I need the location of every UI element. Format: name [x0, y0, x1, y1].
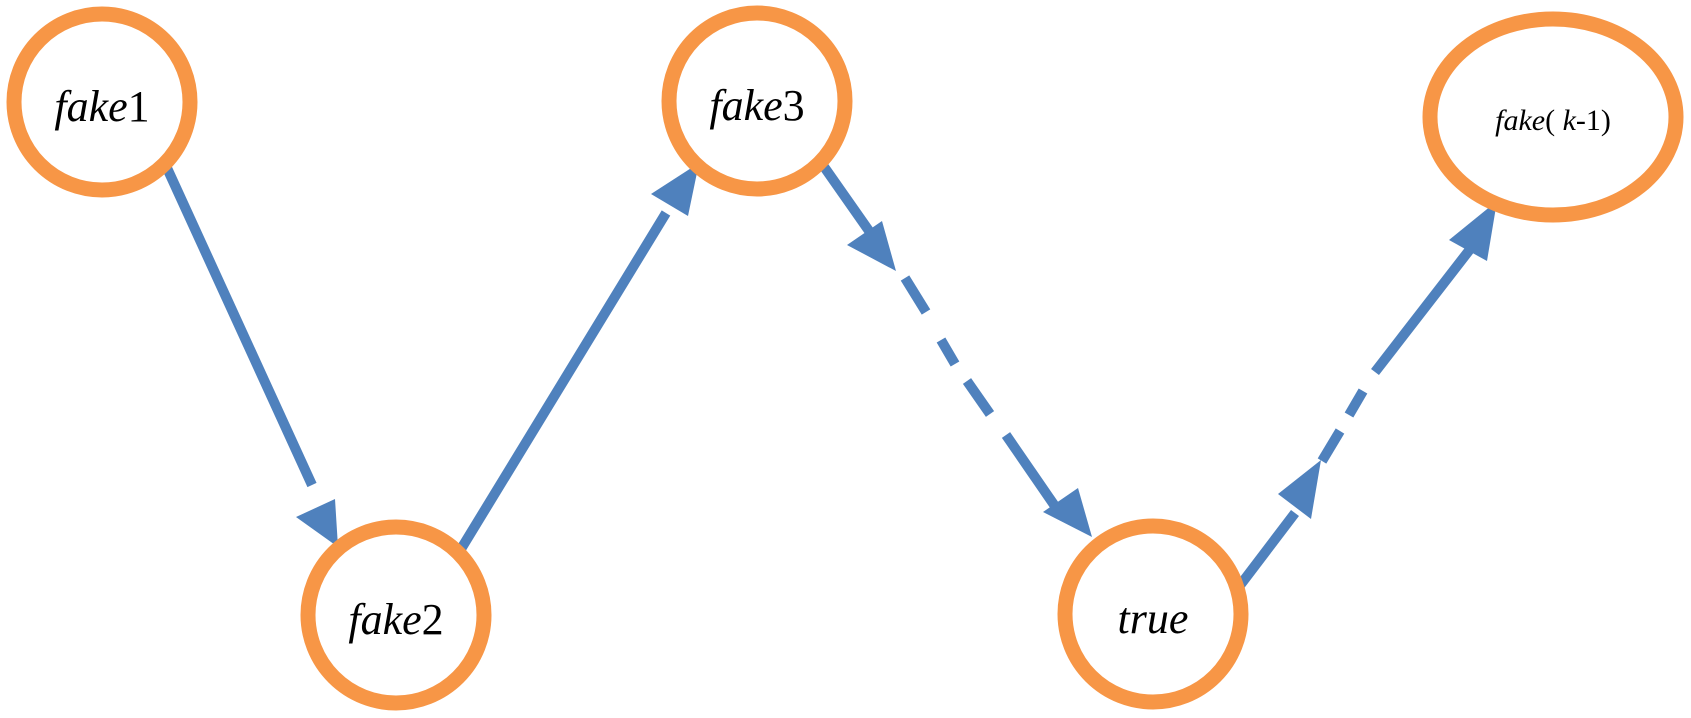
node-fake2: fake2: [300, 519, 492, 711]
arrowhead-icon: [651, 163, 699, 216]
node-label: fake2: [348, 595, 443, 644]
edge-dash: [1001, 432, 1064, 515]
edge-line: [456, 210, 671, 552]
arrowhead-icon: [847, 221, 896, 271]
node-label: fake1: [54, 82, 149, 131]
arrowhead-icon: [1043, 488, 1092, 537]
edge-fake1-to-fake2: [162, 165, 338, 547]
edge-dash: [1371, 244, 1475, 376]
edge-line: [162, 165, 317, 488]
node-circle: [300, 519, 492, 711]
arrowhead-icon: [1278, 460, 1321, 519]
node-fake1: fake1: [6, 6, 198, 198]
edge-dash: [1344, 388, 1368, 418]
node-circle: [1057, 518, 1249, 710]
edge-line: [815, 158, 879, 241]
edge-dash: [936, 337, 960, 367]
node-ellipse: [1422, 11, 1684, 223]
node-true: true: [1057, 518, 1249, 710]
arrowhead-icon: [296, 499, 338, 547]
node-circle: [661, 5, 853, 197]
edge-dash: [1317, 428, 1345, 464]
edge-true-to-fake-k-1: [1196, 201, 1497, 642]
node-fake-k-1: fake( k-1): [1422, 11, 1684, 223]
edge-fake2-to-fake3: [456, 163, 699, 552]
node-label: fake( k-1): [1495, 104, 1611, 137]
arrowhead-icon: [1449, 201, 1497, 261]
node-fake3: fake3: [661, 5, 853, 197]
node-label: true: [1118, 594, 1189, 643]
edge-dash: [900, 275, 931, 315]
edge-dash: [962, 378, 995, 417]
node-circle: [6, 6, 198, 198]
edge-fake3-to-true: [815, 158, 1092, 537]
node-label: fake3: [709, 81, 804, 130]
